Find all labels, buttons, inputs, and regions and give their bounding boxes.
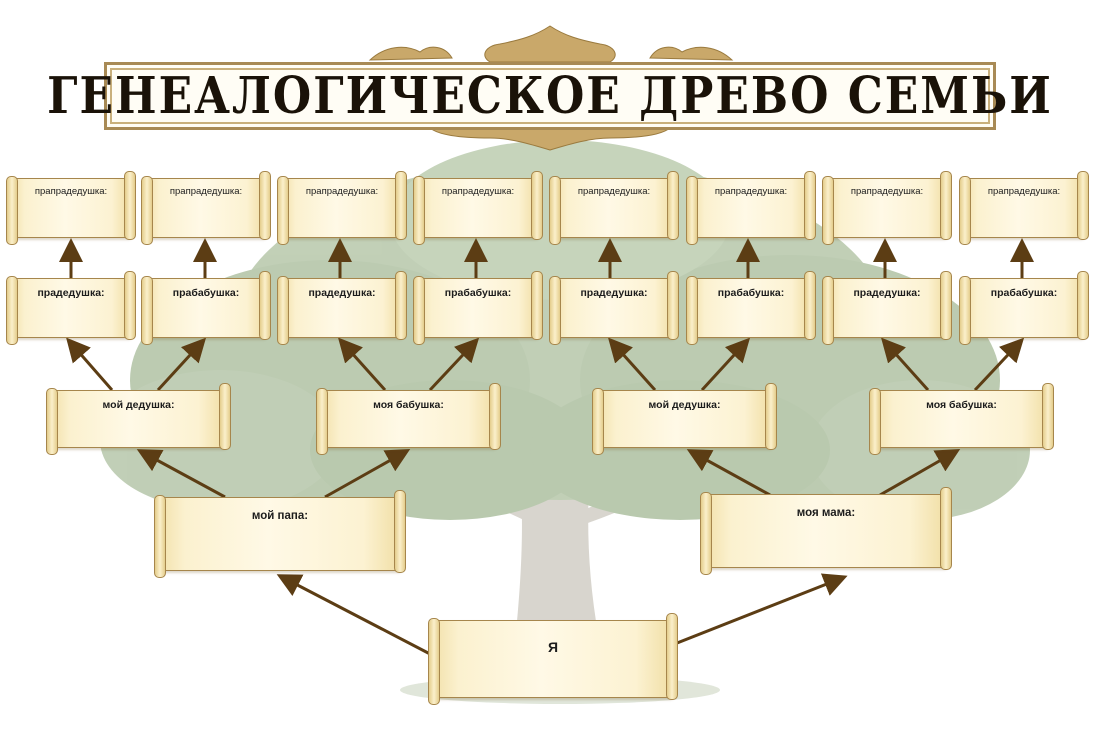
great-great-grandfather-box-3[interactable]: прапрадедушка:	[277, 171, 407, 245]
mother-box[interactable]: моя мама:	[700, 487, 952, 575]
great-grandmother-box-1[interactable]: прабабушка:	[141, 271, 271, 345]
father-box[interactable]: мой папа:	[154, 490, 406, 578]
great-great-grandfather-box-6[interactable]: прапрадедушка:	[686, 171, 816, 245]
box-label: мой дедушка:	[102, 399, 175, 411]
box-label: прабабушка:	[990, 287, 1058, 299]
box-label: прапрадедушка:	[987, 186, 1061, 197]
title-banner: ГЕНЕАЛОГИЧЕСКОЕ ДРЕВО СЕМЬИ	[47, 62, 1051, 130]
box-label: прапрадедушка:	[305, 186, 379, 197]
me-box[interactable]: Я	[428, 613, 678, 705]
great-great-grandfather-box-8[interactable]: прапрадедушка:	[959, 171, 1089, 245]
page-title: ГЕНЕАЛОГИЧЕСКОЕ ДРЕВО СЕМЬИ	[47, 66, 1053, 126]
box-label: прапрадедушка:	[577, 186, 651, 197]
title-ornament-top	[368, 25, 734, 63]
great-great-grandfather-box-1[interactable]: прапрадедушка:	[6, 171, 136, 245]
title-ornament-bottom	[428, 127, 672, 151]
great-grandmother-box-4[interactable]: прабабушка:	[959, 271, 1089, 345]
great-great-grandfather-box-4[interactable]: прапрадедушка:	[413, 171, 543, 245]
great-grandmother-box-3[interactable]: прабабушка:	[686, 271, 816, 345]
box-label: прадедушка:	[580, 287, 648, 299]
arrow-father-to-grandmother	[324, 449, 411, 499]
great-great-grandfather-box-5[interactable]: прапрадедушка:	[549, 171, 679, 245]
great-great-grandfather-box-7[interactable]: прапрадедушка:	[822, 171, 952, 245]
box-label: прапрадедушка:	[714, 186, 788, 197]
great-grandmother-box-2[interactable]: прабабушка:	[413, 271, 543, 345]
box-label: моя мама:	[796, 507, 856, 519]
arrow-gp4-to-ggp7	[880, 337, 930, 392]
box-label: прапрадедушка:	[441, 186, 515, 197]
box-label: прабабушка:	[717, 287, 785, 299]
great-grandfather-box-3[interactable]: прадедушка:	[549, 271, 679, 345]
box-label: прадедушка:	[37, 287, 105, 299]
box-label: прабабушка:	[444, 287, 512, 299]
arrow-me-to-father	[276, 574, 433, 657]
box-label: прадедушка:	[853, 287, 921, 299]
arrow-gp2-to-ggp3	[337, 337, 387, 392]
arrow-gp3-to-ggp6	[700, 337, 751, 392]
grandfather-box-paternal[interactable]: мой дедушка:	[46, 383, 231, 455]
box-label: прадедушка:	[308, 287, 376, 299]
great-great-grandfather-box-2[interactable]: прапрадедушка:	[141, 171, 271, 245]
great-grandfather-box-2[interactable]: прадедушка:	[277, 271, 407, 345]
arrow-me-to-mother	[671, 573, 848, 647]
arrow-gp1-to-ggp2	[156, 337, 207, 392]
grandmother-box-paternal[interactable]: моя бабушка:	[316, 383, 501, 455]
grandfather-box-maternal[interactable]: мой дедушка:	[592, 383, 777, 455]
arrow-mother-to-grandfather	[686, 449, 771, 497]
great-grandfather-box-4[interactable]: прадедушка:	[822, 271, 952, 345]
arrow-mother-to-grandmother	[879, 449, 961, 497]
box-label: мой папа:	[251, 510, 309, 522]
box-label: моя бабушка:	[373, 399, 444, 411]
box-label: Я	[547, 639, 559, 655]
arrow-gp2-to-ggp4	[428, 337, 480, 392]
box-label: прапрадедушка:	[34, 186, 108, 197]
arrow-gp3-to-ggp5	[607, 337, 657, 392]
box-label: моя бабушка:	[926, 399, 997, 411]
box-label: прабабушка:	[172, 287, 240, 299]
box-label: прапрадедушка:	[169, 186, 243, 197]
grandmother-box-maternal[interactable]: моя бабушка:	[869, 383, 1054, 455]
arrow-gp4-to-ggp8	[973, 337, 1025, 392]
arrow-father-to-grandfather	[136, 449, 226, 499]
arrow-gp1-to-ggp1	[66, 337, 114, 391]
box-label: мой дедушка:	[648, 399, 721, 411]
box-label: прапрадедушка:	[850, 186, 924, 197]
great-grandfather-box-1[interactable]: прадедушка:	[6, 271, 136, 345]
